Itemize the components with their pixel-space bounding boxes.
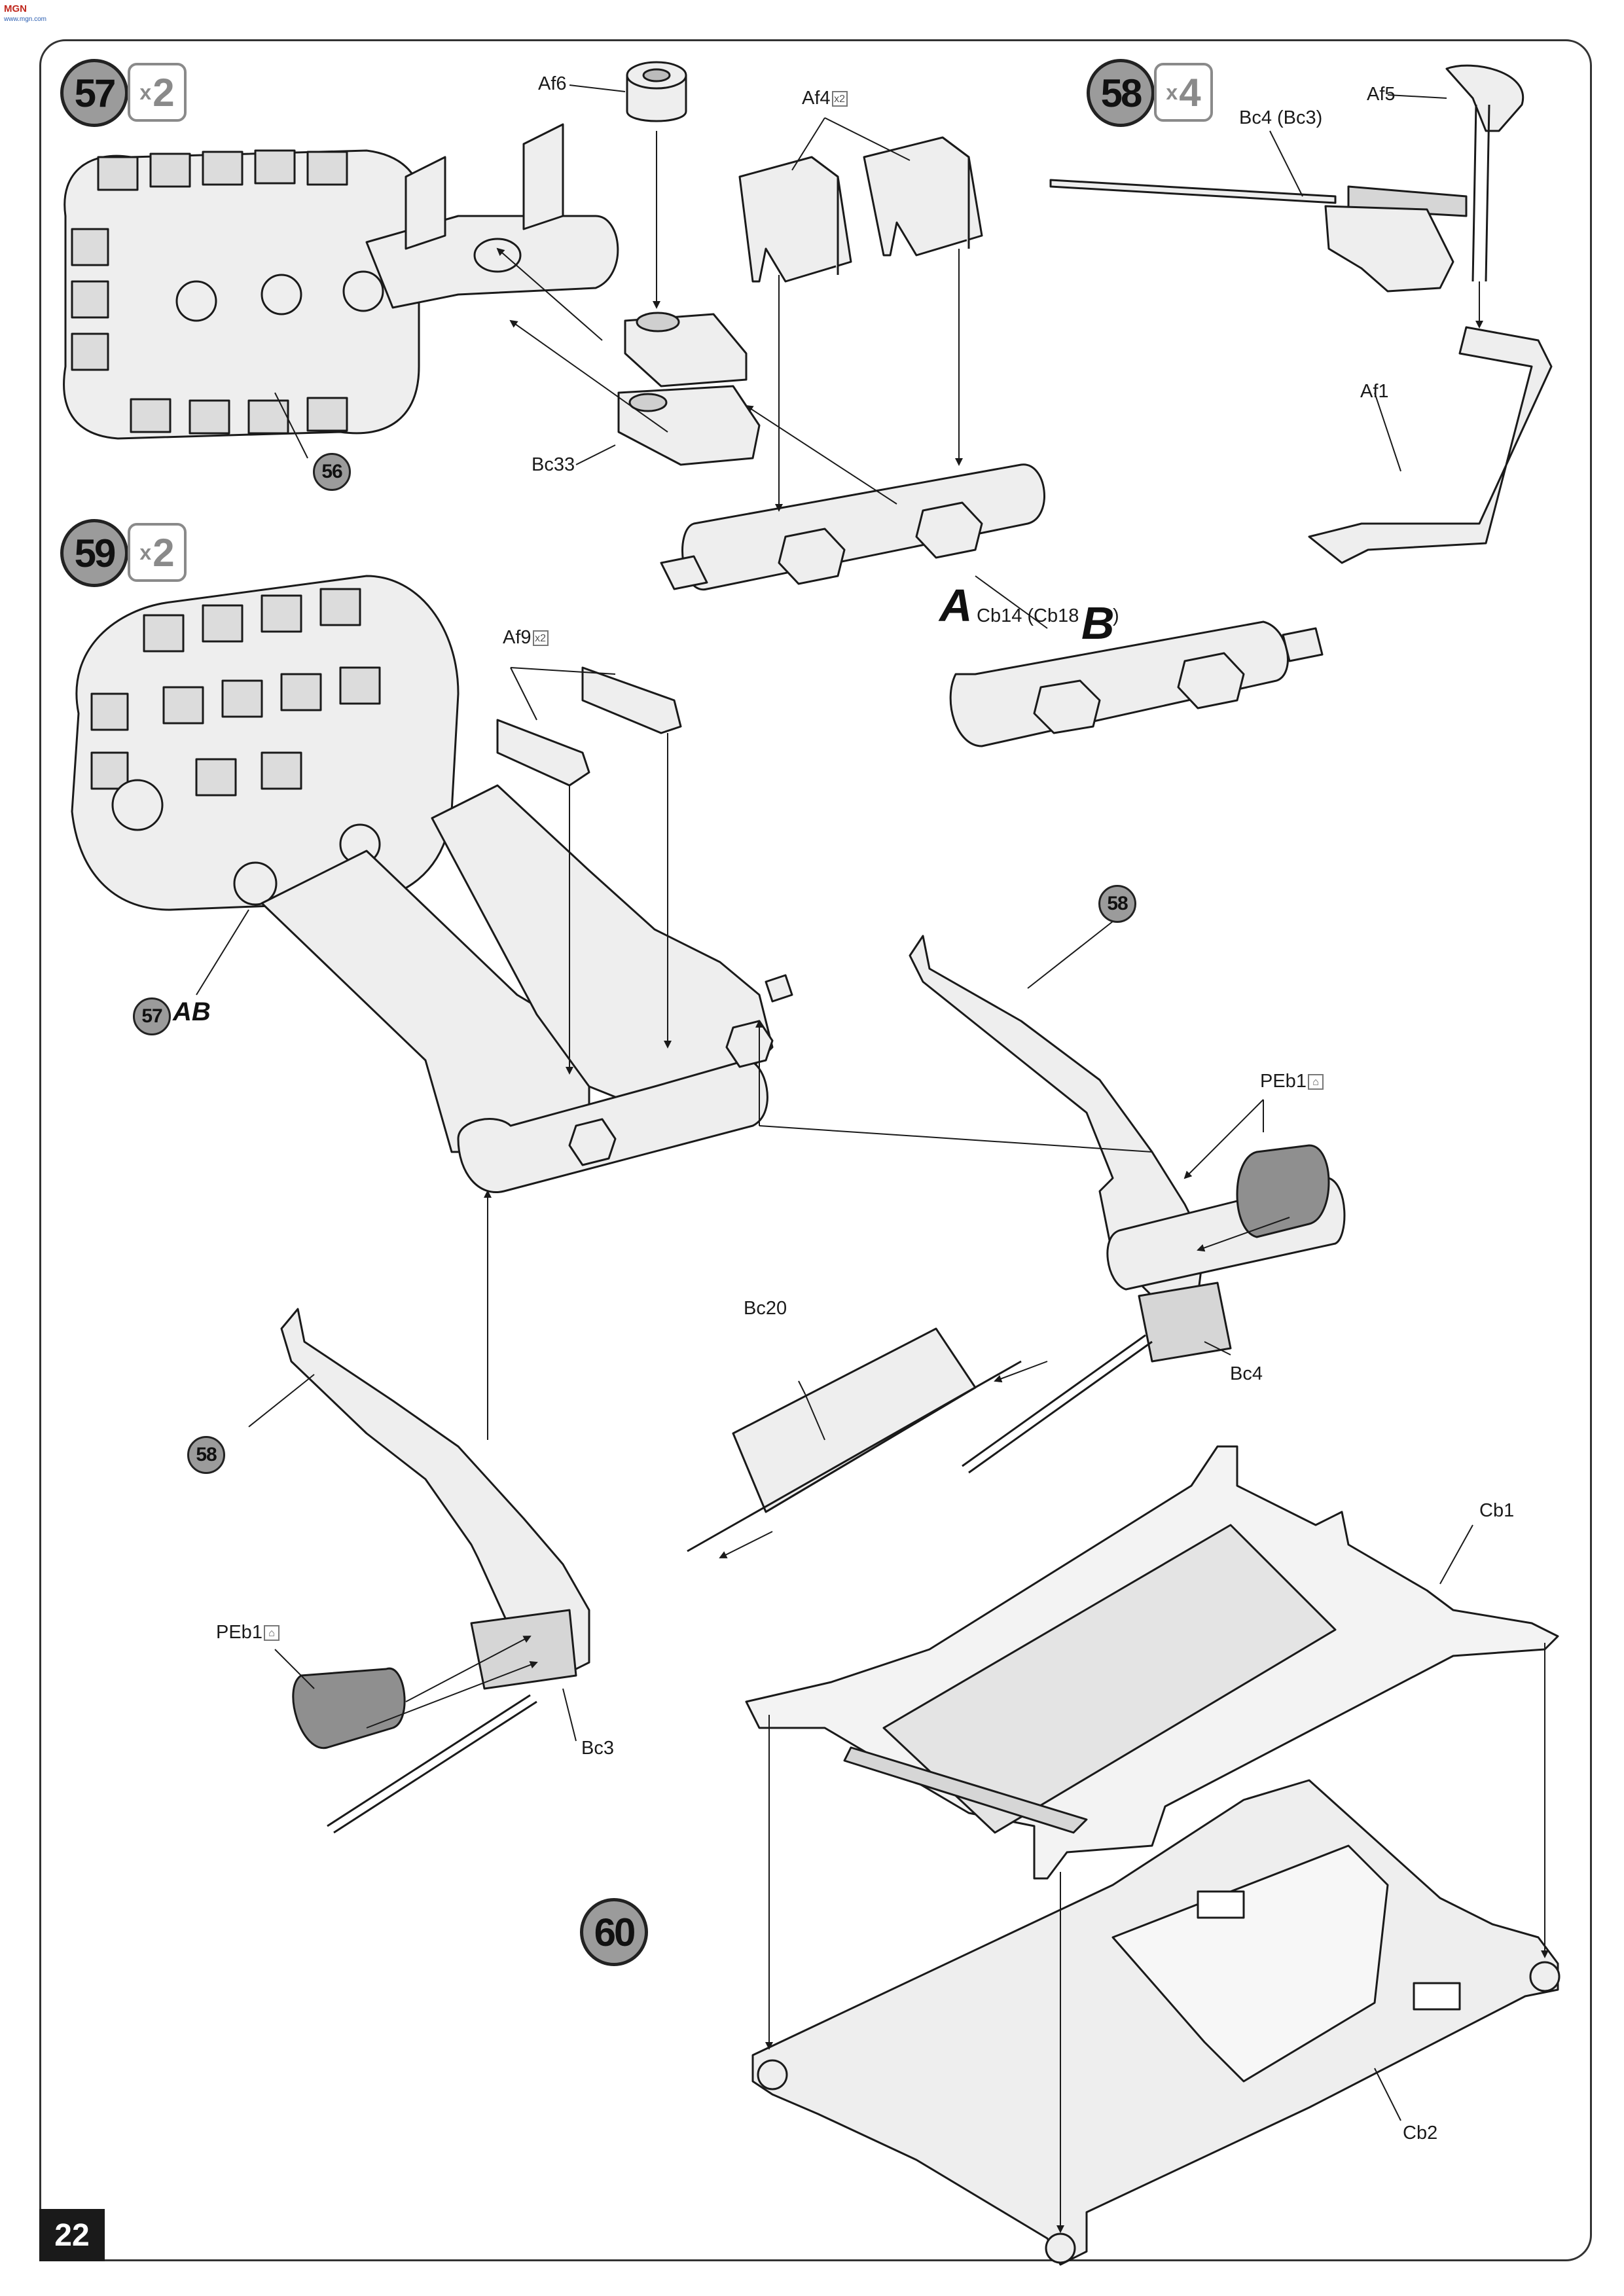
- part-cb2: [751, 1779, 1561, 2266]
- x2-marker: x2: [831, 91, 848, 107]
- label-cb14-close: ): [1113, 605, 1119, 626]
- label-af1: Af1: [1360, 381, 1389, 402]
- track-wheel-59: [71, 575, 460, 911]
- label-bc4: Bc4: [1230, 1363, 1263, 1384]
- label-peb1-right-text: PEb1: [1260, 1071, 1307, 1092]
- label-bc33: Bc33: [532, 454, 575, 475]
- publisher-logo: MGN www.mgn.com: [4, 3, 50, 29]
- label-peb1-right: PEb1⌂: [1260, 1071, 1324, 1092]
- label-peb1-left: PEb1⌂: [216, 1622, 280, 1643]
- spring-rod-58: [1049, 64, 1525, 293]
- label-af6: Af6: [538, 73, 567, 94]
- part-af1: [1308, 326, 1553, 564]
- label-peb1-left-text: PEb1: [216, 1622, 262, 1643]
- part-af6: [626, 61, 687, 122]
- part-bc20: [687, 1327, 1022, 1552]
- photo-etch-icon: ⌂: [1307, 1074, 1324, 1090]
- ref-step-58-right: 58: [1098, 885, 1136, 923]
- label-bc20: Bc20: [744, 1298, 787, 1319]
- multiplier-count: 2: [153, 530, 175, 575]
- x2-marker: x2: [532, 630, 549, 647]
- label-bc4-bc3: Bc4 (Bc3): [1239, 107, 1323, 128]
- multiplier-count: 4: [1179, 70, 1201, 115]
- label-af9-text: Af9: [503, 627, 532, 648]
- page-frame: [39, 39, 1592, 2261]
- multiplier-x: x: [1166, 80, 1178, 104]
- step-60-badge: 60: [580, 1898, 648, 1966]
- part-af9-left: [496, 719, 590, 787]
- suspension-arm-left: [280, 1308, 590, 1834]
- photo-etch-icon: ⌂: [263, 1625, 280, 1641]
- axle-cb14: [660, 463, 1045, 591]
- label-af5: Af5: [1367, 84, 1396, 105]
- logo-url: www.mgn.com: [4, 16, 47, 23]
- label-letter-a: A: [939, 580, 973, 631]
- multiplier-x: x: [139, 80, 152, 104]
- ref-step-58-left: 58: [187, 1436, 225, 1474]
- part-cb1: [745, 1445, 1559, 1880]
- ref-step-56: 56: [313, 453, 351, 491]
- axle-cb18: [949, 620, 1324, 747]
- mount-bracket-57: [365, 123, 619, 309]
- label-cb1: Cb1: [1479, 1500, 1515, 1521]
- part-bc33: [617, 312, 761, 466]
- part-af4-left: [738, 156, 852, 283]
- step-59-badge: 59: [60, 519, 128, 587]
- part-af9-right: [581, 666, 682, 734]
- label-cb14: Cb14 (Cb18: [977, 605, 1079, 626]
- page-number: 22: [39, 2209, 105, 2261]
- label-letter-b: B: [1081, 598, 1115, 649]
- multiplier-count: 2: [153, 70, 175, 115]
- label-bc3: Bc3: [581, 1738, 614, 1759]
- track-wheel-57: [63, 149, 425, 440]
- ref-step-57: 57: [133, 997, 171, 1035]
- multiplier-x: x: [139, 540, 152, 564]
- step-57-badge: 57: [60, 59, 128, 127]
- suspension-arm-assembly-59: [261, 784, 793, 1193]
- label-af4-text: Af4: [802, 88, 831, 109]
- part-af4-right: [863, 136, 983, 257]
- logo-text: MGN: [4, 3, 27, 14]
- step-58-badge: 58: [1087, 59, 1155, 127]
- label-cb2: Cb2: [1403, 2123, 1438, 2144]
- ref-step-57-ab: AB: [173, 997, 211, 1026]
- suspension-arm-right: [909, 935, 1346, 1474]
